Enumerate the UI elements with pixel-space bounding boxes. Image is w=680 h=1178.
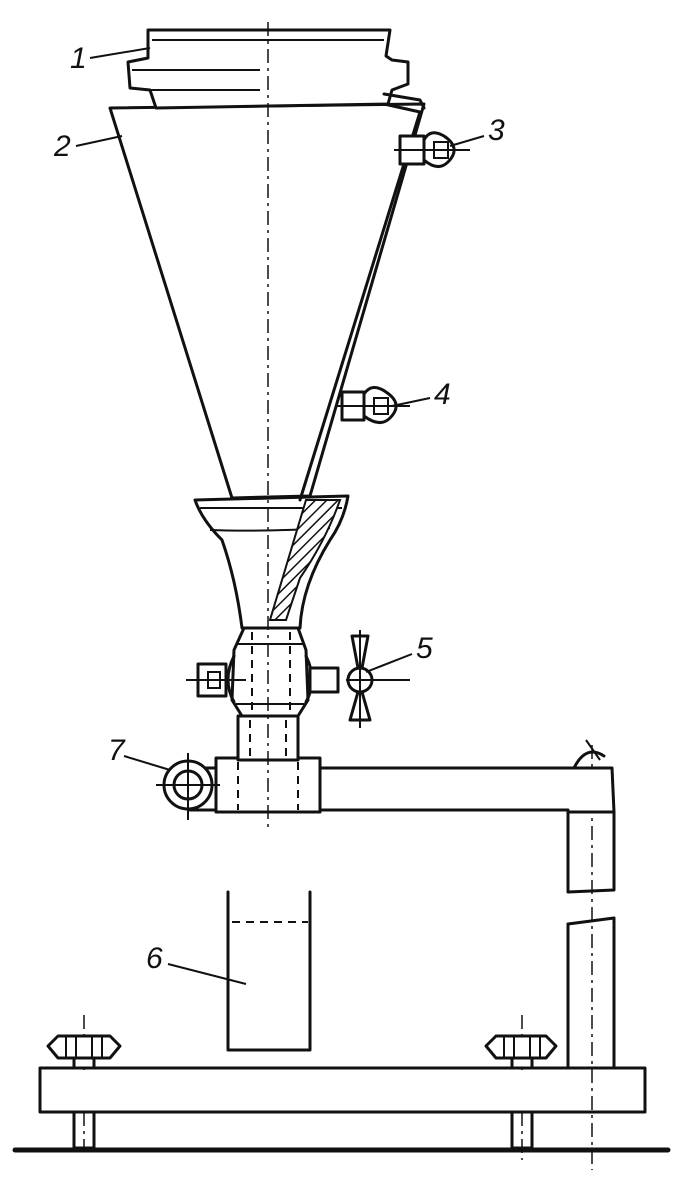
left-foot [72,1110,96,1150]
leader-6 [167,963,247,985]
label-6: 6 [146,942,163,975]
left-leveling-screw [46,1015,122,1070]
leader-7 [123,755,171,771]
label-2: 2 [53,130,71,163]
cone-funnel [108,102,426,502]
leader-2 [75,135,123,147]
base-plate [38,1066,647,1114]
receiving-cylinder [226,890,312,1052]
top-cap [126,28,426,110]
right-leveling-screw [484,1015,558,1070]
vertical-post [566,745,616,1170]
clamp-knob [156,753,220,820]
label-4: 4 [434,378,451,411]
leader-1 [89,47,151,59]
valve-body [186,626,340,718]
leader-3 [449,135,485,147]
funnel-neck [193,494,350,630]
right-foot [510,1110,534,1160]
leader-5 [365,653,413,673]
stopcock-handle [346,630,410,728]
label-7: 7 [108,734,126,767]
leader-4 [391,397,431,407]
label-3: 3 [488,114,505,147]
label-1: 1 [70,42,87,75]
label-5: 5 [416,632,433,665]
clip-upper [394,131,470,168]
